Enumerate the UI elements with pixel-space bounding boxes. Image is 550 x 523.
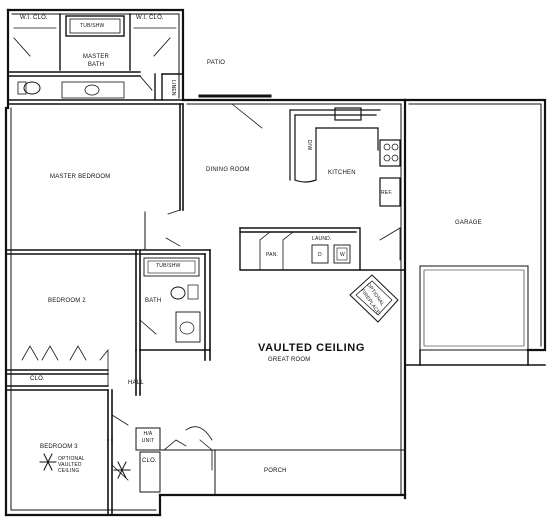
label-garage: GARAGE [455, 220, 482, 226]
label-optional-vaulted-2: VAULTED [58, 462, 82, 468]
label-clo-bed2: CLO. [30, 376, 45, 382]
label-kitchen: KITCHEN [328, 170, 356, 176]
label-tub-shw-bath: TUB/SHW [156, 263, 181, 269]
closet-bedroom2 [5, 345, 109, 391]
bedroom2-bath-walls [135, 249, 211, 361]
label-great-room: GREAT ROOM [268, 357, 311, 363]
label-vaulted-ceiling: VAULTED CEILING [258, 342, 365, 354]
label-dryer: D [318, 252, 322, 258]
label-bedroom2: BEDROOM 2 [48, 298, 86, 304]
garage-door [404, 265, 546, 366]
label-optional-vaulted-1: OPTIONAL [58, 456, 85, 462]
master-bath-walls [7, 13, 184, 105]
label-pan: PAN. [266, 252, 279, 258]
label-wic-right: W.I. CLO. [136, 15, 164, 21]
label-ha-unit-2: UNIT [141, 438, 155, 444]
label-ha-unit-1: H/A [143, 431, 153, 437]
label-clo-bed3: CLO. [142, 458, 157, 464]
label-dw: D/W [306, 140, 312, 151]
label-washer: W [340, 252, 345, 258]
label-laund: LAUND. [312, 236, 332, 242]
fireplace [349, 274, 399, 323]
label-master-bath-2: BATH [87, 62, 105, 68]
label-hall: HALL [128, 380, 144, 386]
exterior-walls [4, 8, 547, 517]
label-porch: PORCH [264, 468, 287, 474]
label-master-bedroom: MASTER BEDROOM [50, 174, 111, 180]
label-bedroom3: BEDROOM 3 [40, 444, 78, 450]
laundry-walls [239, 227, 406, 271]
label-tub-shw-master: TUB/SHW [80, 23, 105, 29]
bedroom3-walls [39, 349, 213, 516]
label-bath: BATH [145, 298, 162, 304]
exterior-walls-inner [10, 13, 542, 511]
label-dining-room: DINING ROOM [206, 167, 250, 173]
master-bedroom-walls [5, 103, 184, 255]
kitchen-walls [231, 103, 401, 207]
label-wic-left: W.I. CLO. [20, 15, 48, 21]
label-ref: REF. [381, 190, 393, 196]
label-patio: PATIO [207, 60, 226, 66]
label-optional-vaulted-3: CEILING [58, 468, 80, 474]
label-linen: LINEN [170, 80, 176, 96]
label-master-bath-1: MASTER [82, 54, 110, 60]
